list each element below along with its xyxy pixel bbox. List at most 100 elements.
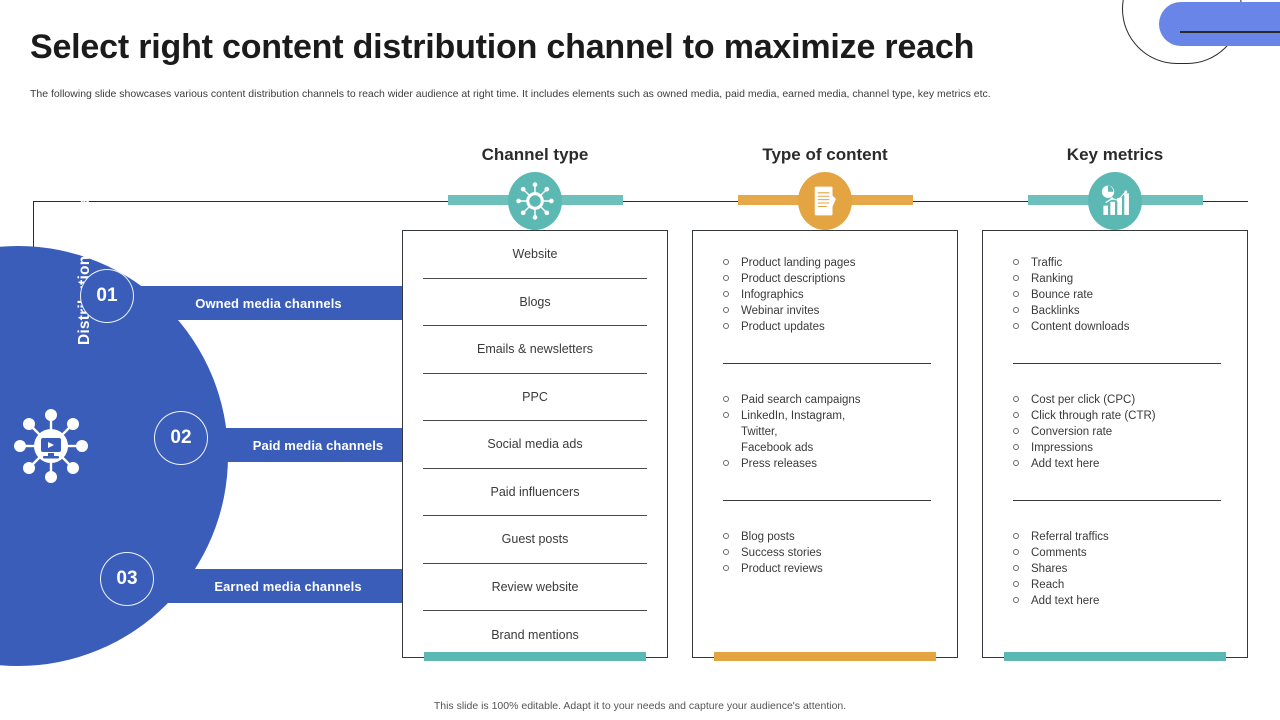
channel-bar: Paid media channels bbox=[208, 428, 412, 462]
list-item: Referral traffics bbox=[1005, 529, 1229, 545]
bullet-dot-icon bbox=[723, 565, 729, 571]
column-accent-bar bbox=[424, 652, 646, 661]
column-title: Type of content bbox=[762, 145, 888, 164]
bullet-dot-icon bbox=[1013, 428, 1019, 434]
channel-number-badge: 02 bbox=[154, 411, 208, 465]
list-item: Comments bbox=[1005, 545, 1229, 561]
channel-number-badge: 01 bbox=[80, 269, 134, 323]
list-item-line: Traffic bbox=[1031, 257, 1063, 269]
list-item-line: Infographics bbox=[741, 289, 804, 301]
bullet-dot-icon bbox=[1013, 565, 1019, 571]
list-item: Blog posts bbox=[715, 529, 939, 545]
channel-bar: Earned media channels bbox=[150, 569, 412, 603]
group-divider bbox=[723, 500, 931, 501]
bullet-dot-icon bbox=[723, 259, 729, 265]
bullet-dot-icon bbox=[723, 291, 729, 297]
list-item: Guest posts bbox=[423, 516, 647, 564]
list-item-line: Product descriptions bbox=[741, 273, 846, 285]
channel-row-label: Earned media channels bbox=[214, 578, 362, 594]
list-item: Blogs bbox=[423, 279, 647, 326]
bullet-dot-icon bbox=[1013, 581, 1019, 587]
bullet-dot-icon bbox=[723, 396, 729, 402]
bullet-dot-icon bbox=[723, 460, 729, 466]
list-item-line: Success stories bbox=[741, 547, 822, 559]
list-item: Emails & newsletters bbox=[423, 326, 647, 374]
list-item-line: Press releases bbox=[741, 458, 818, 470]
bullet-group: Cost per click (CPC) Click through rate (… bbox=[1005, 392, 1229, 472]
list-item: Reach bbox=[1005, 577, 1229, 593]
group-spacer bbox=[1005, 335, 1229, 363]
bullet-dot-icon bbox=[1013, 259, 1019, 265]
group-spacer bbox=[1005, 364, 1229, 392]
channel-row-earned[interactable]: Earned media channels 03 bbox=[0, 552, 420, 606]
channel-number-badge: 03 bbox=[100, 552, 154, 606]
bullet-dot-icon bbox=[1013, 396, 1019, 402]
bullet-dot-icon bbox=[1013, 275, 1019, 281]
list-item-line: Product updates bbox=[741, 321, 825, 333]
bullet-dot-icon bbox=[723, 412, 729, 418]
list-item: Add text here bbox=[1005, 593, 1229, 609]
list-item: PPC bbox=[423, 374, 647, 421]
bullet-dot-icon bbox=[1013, 291, 1019, 297]
group-divider bbox=[1013, 363, 1221, 364]
list-item-line: Webinar invites bbox=[741, 305, 820, 317]
bullet-dot-icon bbox=[1013, 533, 1019, 539]
page-subtitle: The following slide showcases various co… bbox=[30, 88, 991, 100]
corner-rule-decoration bbox=[1180, 31, 1280, 33]
column-header-key-metrics: Key metrics bbox=[970, 145, 1260, 165]
bullet-dot-icon bbox=[723, 549, 729, 555]
list-item: Content downloads bbox=[1005, 319, 1229, 335]
list-item-line: Click through rate (CTR) bbox=[1031, 410, 1156, 422]
list-item: Infographics bbox=[715, 287, 939, 303]
broadcast-network-icon bbox=[13, 408, 89, 484]
column-title: Key metrics bbox=[1066, 145, 1164, 164]
group-divider bbox=[1013, 500, 1221, 501]
list-item-line: Content downloads bbox=[1031, 321, 1130, 333]
bullet-dot-icon bbox=[723, 275, 729, 281]
bullet-dot-icon bbox=[1013, 549, 1019, 555]
list-item: Traffic bbox=[1005, 255, 1229, 271]
list-item-line: Blog posts bbox=[741, 531, 795, 543]
list-item: Backlinks bbox=[1005, 303, 1229, 319]
channel-row-paid[interactable]: Paid media channels 02 bbox=[0, 411, 420, 465]
list-item-line: Cost per click (CPC) bbox=[1031, 394, 1136, 406]
list-item: Product descriptions bbox=[715, 271, 939, 287]
list-item-line: Impressions bbox=[1031, 442, 1093, 454]
list-item-line: Product reviews bbox=[741, 563, 823, 575]
list-item: LinkedIn, Instagram,Twitter,Facebook ads bbox=[715, 408, 939, 456]
list-item-line: Referral traffics bbox=[1031, 531, 1109, 543]
slide-footer-note: This slide is 100% editable. Adapt it to… bbox=[433, 700, 847, 712]
column-header-type-of-content: Type of content bbox=[680, 145, 970, 165]
list-item: Webinar invites bbox=[715, 303, 939, 319]
list-item-line: Bounce rate bbox=[1031, 289, 1094, 301]
frame-divider-horizontal bbox=[33, 201, 1248, 202]
list-item: Add text here bbox=[1005, 456, 1229, 472]
list-item: Product landing pages bbox=[715, 255, 939, 271]
list-item-line: Backlinks bbox=[1031, 305, 1080, 317]
list-item: Social media ads bbox=[423, 421, 647, 469]
list-item: Conversion rate bbox=[1005, 424, 1229, 440]
list-item-line: Ranking bbox=[1031, 273, 1074, 285]
corner-blue-pill-decoration bbox=[1159, 2, 1280, 46]
group-spacer bbox=[1005, 501, 1229, 529]
list-item: Website bbox=[423, 231, 647, 279]
channel-row-owned[interactable]: Owned media channels 01 bbox=[0, 269, 420, 323]
list-item-line: Product landing pages bbox=[741, 257, 856, 269]
document-pen-icon bbox=[798, 172, 852, 230]
column-header-channel-type: Channel type bbox=[390, 145, 680, 165]
list-item-line: Twitter, bbox=[741, 426, 778, 438]
list-item-line: Shares bbox=[1031, 563, 1068, 575]
frame-divider-vertical bbox=[33, 201, 34, 249]
bullet-dot-icon bbox=[723, 323, 729, 329]
list-item: Brand mentions bbox=[491, 627, 579, 642]
list-item: Paid search campaigns bbox=[715, 392, 939, 408]
list-item: Success stories bbox=[715, 545, 939, 561]
